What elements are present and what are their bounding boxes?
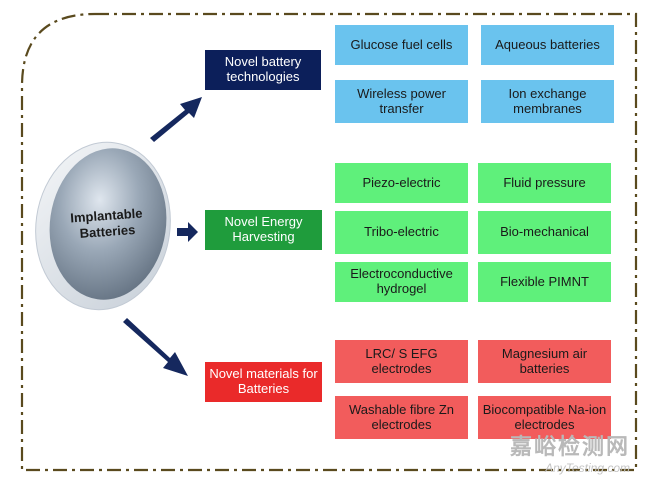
arrow-up-right-icon	[150, 97, 202, 142]
item-lrc-s-efg-electrodes: LRC/ S EFG electrodes	[335, 340, 468, 383]
disc-face	[49, 148, 167, 300]
item-wireless-power-transfer: Wireless power transfer	[335, 80, 468, 123]
category-battery-technologies: Novel battery technologies	[205, 50, 321, 90]
arrows	[123, 97, 202, 376]
item-tribo-electric: Tribo-electric	[335, 211, 468, 254]
item-biocompatible-na-ion-electrodes: Biocompatible Na-ion electrodes	[478, 396, 611, 439]
category-materials: Novel materials for Batteries	[205, 362, 322, 402]
item-electroconductive-hydrogel: Electroconductive hydrogel	[335, 262, 468, 302]
item-fluid-pressure: Fluid pressure	[478, 163, 611, 203]
item-piezo-electric: Piezo-electric	[335, 163, 468, 203]
category-energy-harvesting: Novel Energy Harvesting	[205, 210, 322, 250]
hub-label: Implantable Batteries	[69, 205, 143, 241]
item-magnesium-air-batteries: Magnesium air batteries	[478, 340, 611, 383]
item-flexible-pimnt: Flexible PIMNT	[478, 262, 611, 302]
arrow-right-icon	[177, 222, 198, 242]
item-glucose-fuel-cells: Glucose fuel cells	[335, 25, 468, 65]
item-ion-exchange-membranes: Ion exchange membranes	[481, 80, 614, 123]
item-bio-mechanical: Bio-mechanical	[478, 211, 611, 254]
item-washable-fibre-zn-electrodes: Washable fibre Zn electrodes	[335, 396, 468, 439]
item-aqueous-batteries: Aqueous batteries	[481, 25, 614, 65]
arrow-down-right-icon	[123, 318, 188, 376]
dashed-border	[20, 12, 638, 472]
